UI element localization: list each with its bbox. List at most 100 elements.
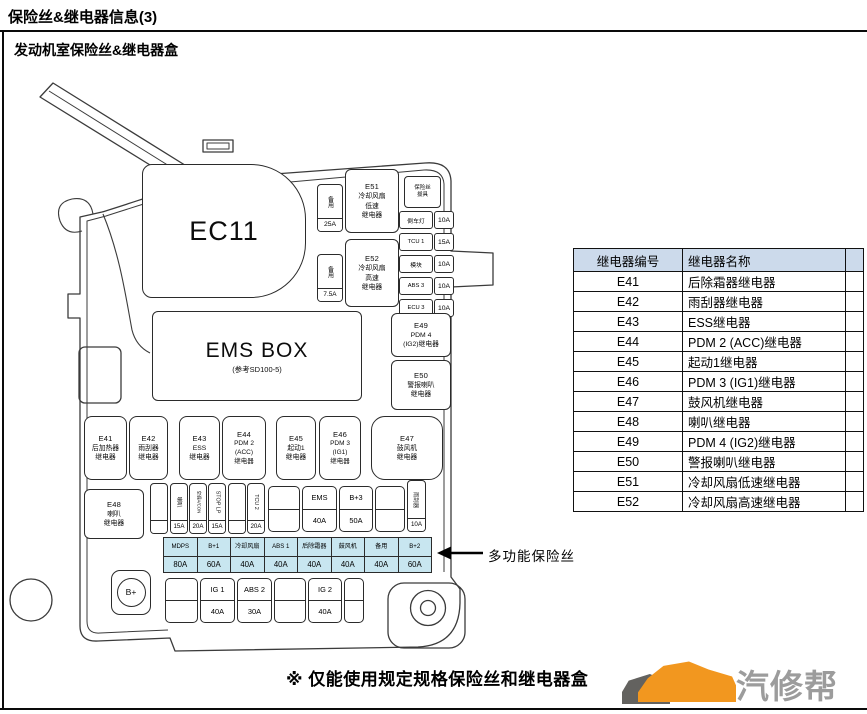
- relay-table: 继电器编号 继电器名称 E41 后除霜器继电器 E42 雨刮器继电器: [573, 248, 864, 512]
- relay-name-cell: 冷却风扇高速继电器: [682, 491, 846, 512]
- fuse-amp: 20A: [248, 520, 264, 533]
- page-title: 保险丝&继电器信息(3): [8, 9, 158, 26]
- fuse-stop-lamp: STOP LP 15A: [208, 483, 226, 534]
- relay-number-cell: E52: [573, 491, 683, 512]
- relay-name-cell: PDM 4 (IG2)继电器: [682, 431, 846, 452]
- bolt-inner: [419, 599, 437, 617]
- relay-label: 警报喇叭: [407, 381, 435, 389]
- left-border: [2, 31, 4, 708]
- fuse-label: 备用: [365, 538, 398, 557]
- fuse-amp: 10A: [434, 277, 454, 295]
- fuse-puller: 保险丝 拔具: [404, 176, 441, 208]
- watermark-text: 汽修帮手: [736, 668, 838, 705]
- fuse-amp: 15A: [434, 233, 454, 251]
- relay-name-cell: 后除霜器继电器: [682, 271, 846, 292]
- relay-e44: E44 PDM 2 (ACC) 继电器: [222, 416, 266, 480]
- table-row: E51 冷却风扇低速继电器: [573, 471, 864, 492]
- fuse-label: 备用: [326, 265, 333, 278]
- mini-fuse: ABS 3 10A: [399, 277, 454, 295]
- section-title: 发动机室保险丝&继电器盒: [14, 42, 179, 58]
- relay-name-cell: PDM 2 (ACC)继电器: [682, 331, 846, 352]
- fuse-ig2: IG 2 40A: [308, 578, 342, 623]
- fuse-label: TCU 2: [252, 494, 259, 510]
- relay-e52: E52 冷却风扇 高速 继电器: [345, 239, 399, 307]
- fuse-amp: 25A: [318, 218, 342, 231]
- multifuse-cell: 后除霜器 40A: [298, 538, 332, 572]
- fuse-amp: 60A: [407, 560, 422, 569]
- relay-e49: E49 PDM 4 (IG2)继电器: [391, 313, 451, 357]
- fuse-label: 模块: [399, 255, 433, 273]
- ems-title: EMS BOX: [205, 338, 309, 362]
- table-row: E44 PDM 2 (ACC)继电器: [573, 331, 864, 352]
- ems-subtitle: (参考SD100-5): [232, 365, 282, 375]
- relay-number-cell: E47: [573, 391, 683, 412]
- fuse-amp: 40A: [240, 560, 255, 569]
- relay-e47: E47 鼓风机 继电器: [371, 416, 443, 480]
- fuse-amp: 10A: [408, 518, 425, 531]
- fuse-label: 后除霜器: [298, 538, 331, 557]
- box-outer-outline: [67, 162, 494, 652]
- relay-name-cell: 鼓风机继电器: [682, 391, 846, 412]
- fuse-amp: 40A: [309, 600, 341, 622]
- fuse-amp: 40A: [307, 560, 322, 569]
- relay-name-cell: 雨刮器继电器: [682, 291, 846, 312]
- fuse-amp: 40A: [303, 508, 336, 532]
- table-row: E43 ESS继电器: [573, 311, 864, 332]
- fuse-ems: EMS 40A: [302, 486, 337, 532]
- table-row: E47 鼓风机继电器: [573, 391, 864, 412]
- table-row: E52 冷却风扇高速继电器: [573, 491, 864, 512]
- fuse-horn: 喇叭 15A: [170, 483, 188, 534]
- hook-detail: [57, 198, 94, 233]
- fuse-label: 倒车灯: [399, 211, 433, 229]
- relay-number-cell: E51: [573, 471, 683, 492]
- title-divider: [0, 30, 867, 32]
- fuse-ig1: IG 1 40A: [200, 578, 235, 623]
- fuse-spare-25a: 备用 25A: [317, 184, 343, 232]
- bolt-outer: [409, 589, 447, 627]
- fuse-amp: 60A: [206, 560, 221, 569]
- relay-label: 低速: [365, 202, 379, 210]
- relay-label: 冷却风扇: [358, 193, 386, 201]
- fuse-label: B+1: [197, 538, 230, 557]
- table-header-row: 继电器编号 继电器名称: [573, 248, 864, 272]
- multifunction-fuse-strip: MDPS 80A B+1 60A 冷却风扇 40A ABS 1 40A 后除霜器…: [163, 537, 432, 573]
- fuse-amp: 40A: [201, 600, 234, 622]
- bottom-border: [0, 708, 867, 710]
- relay-e41: E41 后加热器 继电器: [84, 416, 127, 480]
- relay-number-cell: E44: [573, 331, 683, 352]
- fuse-amp: 15A: [209, 520, 225, 533]
- col-header-relay-no: 继电器编号: [573, 248, 683, 272]
- relay-name-cell: 喇叭继电器: [682, 411, 846, 432]
- fuse-label: 雨刮器: [412, 491, 419, 508]
- mount-hole-left: [9, 578, 53, 622]
- table-row: E41 后除霜器继电器: [573, 271, 864, 292]
- relay-number-cell: E45: [573, 351, 683, 372]
- relay-name-cell: 冷却风扇低速继电器: [682, 471, 846, 492]
- relay-number-cell: E43: [573, 311, 683, 332]
- relay-id: E52: [364, 254, 380, 264]
- multifuse-cell: ABS 1 40A: [264, 538, 298, 572]
- fuse-label: 空调A/CON: [196, 490, 201, 514]
- relay-label: 继电器: [361, 283, 383, 291]
- col-header-relay-name: 继电器名称: [682, 248, 846, 272]
- table-row: E50 警报喇叭继电器: [573, 451, 864, 472]
- fuse-amp: 15A: [171, 520, 187, 533]
- relay-id: E51: [364, 182, 380, 192]
- fuse-amp: 40A: [273, 560, 288, 569]
- table-row: E49 PDM 4 (IG2)继电器: [573, 431, 864, 452]
- relay-table-body: E41 后除霜器继电器 E42 雨刮器继电器 E43 ESS继电器: [573, 271, 864, 512]
- fuse-label: ABS 2: [244, 585, 265, 594]
- fuse-empty-wide: [165, 578, 198, 623]
- fuse-label: IG 2: [318, 585, 332, 594]
- table-row: E46 PDM 3 (IG1)继电器: [573, 371, 864, 392]
- fuse-empty-wide: [268, 486, 300, 532]
- relay-e50: E50 警报喇叭 继电器: [391, 360, 451, 410]
- relay-id: E50: [413, 370, 429, 380]
- relay-number-cell: E41: [573, 271, 683, 292]
- fuse-empty-wide: [344, 578, 364, 623]
- relay-number-cell: E49: [573, 431, 683, 452]
- fuse-label: EMS: [311, 493, 328, 503]
- fuse-empty: [228, 483, 246, 534]
- relay-id: E49: [413, 320, 429, 330]
